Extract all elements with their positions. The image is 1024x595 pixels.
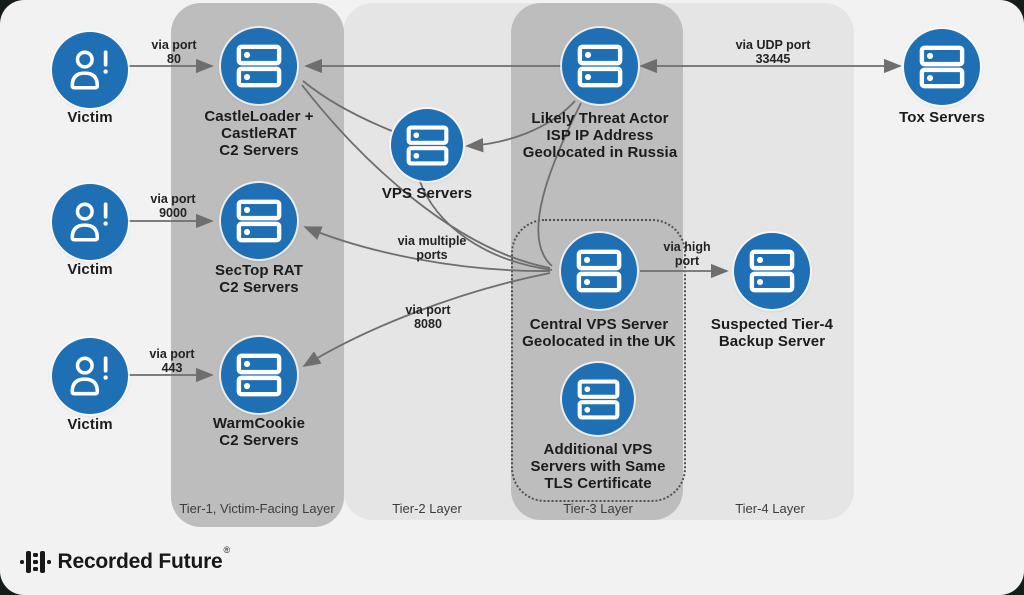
server-icon [236, 353, 282, 397]
node-victim-3 [52, 338, 128, 414]
recorded-future-logo-icon [20, 551, 51, 573]
label-vps-servers: VPS Servers [381, 185, 473, 202]
brand-name: Recorded Future® [57, 545, 231, 573]
victim-icon [70, 50, 108, 90]
label-additional-vps: Additional VPS Servers with Same TLS Cer… [530, 441, 666, 492]
edge-label-port-80: via port 80 [151, 38, 197, 66]
layer-label-tier1: Tier-1, Victim-Facing Layer [179, 501, 335, 516]
server-icon [919, 45, 965, 89]
label-warmcookie-c2: WarmCookie C2 Servers [212, 415, 306, 449]
label-castleloader-c2: CastleLoader + CastleRAT C2 Servers [204, 108, 314, 159]
node-tox-servers [904, 29, 980, 105]
label-tier4-backup: Suspected Tier-4 Backup Server [710, 316, 834, 350]
label-threat-actor-isp: Likely Threat Actor ISP IP Address Geolo… [522, 110, 678, 161]
label-victim-3: Victim [67, 416, 113, 433]
node-vps-servers [391, 109, 463, 181]
label-victim-1: Victim [67, 109, 113, 126]
server-icon [236, 199, 282, 243]
victim-icon [70, 202, 108, 242]
node-sectop-c2 [221, 183, 297, 259]
server-icon [577, 379, 619, 419]
layer-label-tier2: Tier-2 Layer [392, 501, 462, 516]
registered-mark: ® [223, 545, 231, 555]
label-sectop-c2: SecTop RAT C2 Servers [215, 262, 303, 296]
node-victim-2 [52, 184, 128, 260]
edge-label-high-port: via high port [663, 240, 711, 268]
edge-label-multiple-ports: via multiple ports [397, 234, 467, 262]
node-victim-1 [52, 32, 128, 108]
edge-label-udp-33445: via UDP port 33445 [735, 38, 811, 66]
server-icon [577, 44, 623, 88]
server-icon [406, 125, 448, 165]
label-tox-servers: Tox Servers [899, 109, 985, 126]
recorded-future-logo: Recorded Future® [20, 545, 231, 574]
edge-label-port-9000: via port 9000 [150, 192, 196, 220]
label-central-vps: Central VPS Server Geolocated in the UK [522, 316, 676, 350]
layer-label-tier4: Tier-4 Layer [735, 501, 805, 516]
node-additional-vps [562, 363, 634, 435]
node-central-vps [561, 233, 637, 309]
victim-icon [70, 356, 108, 396]
edge-label-port-443: via port 443 [149, 347, 195, 375]
server-icon [236, 44, 282, 88]
node-castleloader-c2 [221, 28, 297, 104]
edge-label-port-8080: via port 8080 [405, 303, 451, 331]
layer-label-tier3: Tier-3 Layer [563, 501, 633, 516]
server-icon [576, 249, 622, 293]
node-warmcookie-c2 [221, 337, 297, 413]
label-victim-2: Victim [67, 261, 113, 278]
node-threat-actor-isp [562, 28, 638, 104]
node-tier4-backup [734, 233, 810, 309]
server-icon [749, 249, 795, 293]
